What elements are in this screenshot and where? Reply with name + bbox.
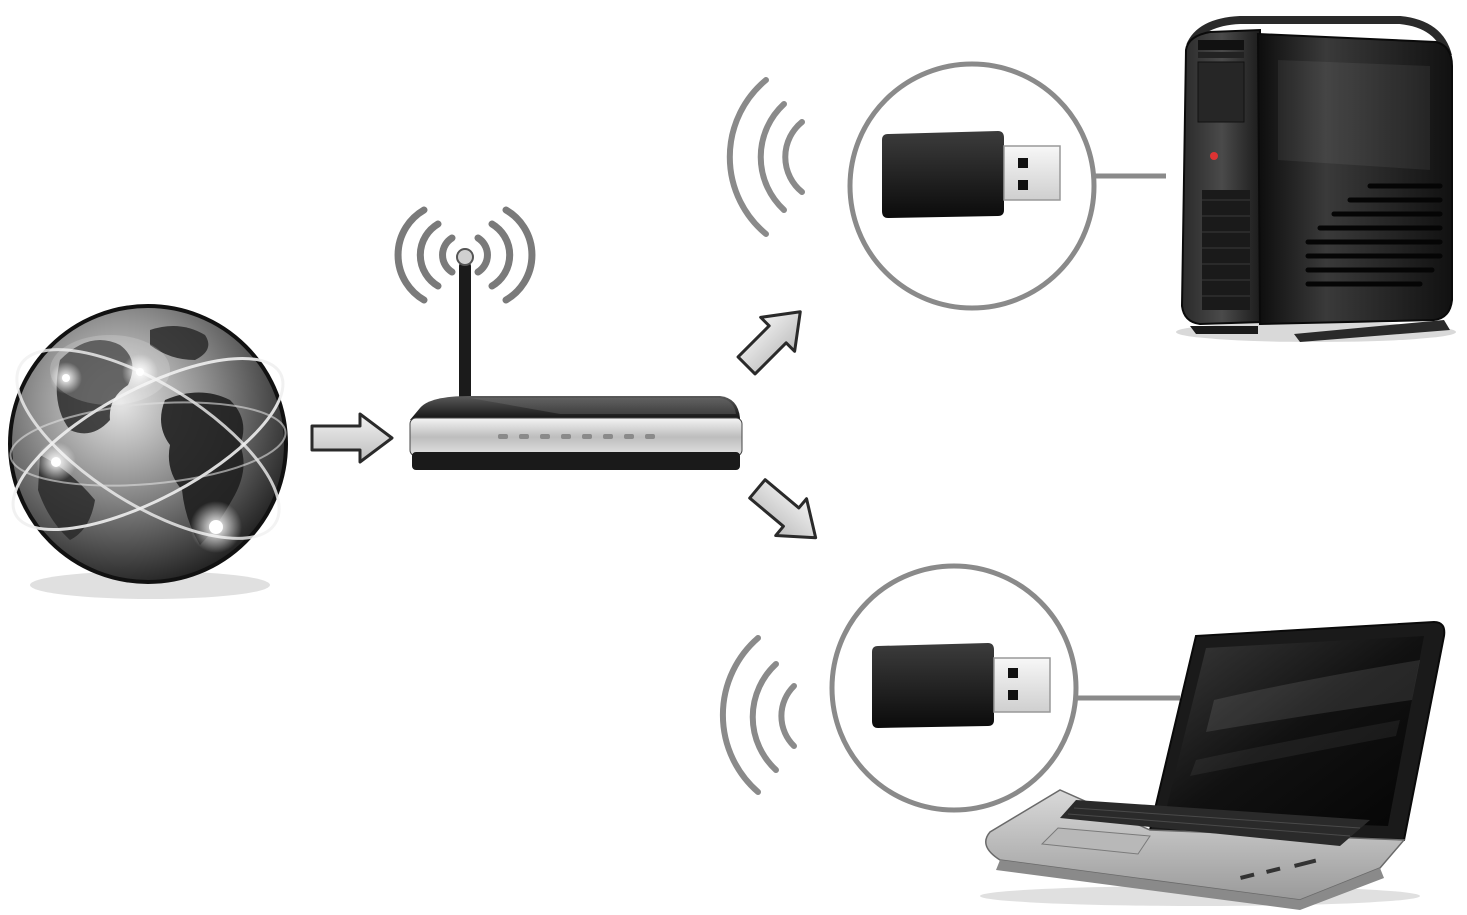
router-led <box>603 434 613 439</box>
router-led <box>519 434 529 439</box>
arrow-router-to-laptop <box>748 478 818 540</box>
arrow-router-to-desktop <box>736 310 802 376</box>
laptop-icon <box>980 620 1446 910</box>
usb-wifi-adapter-icon <box>872 643 1051 728</box>
arrow-internet-to-router <box>310 412 394 464</box>
router-led <box>582 434 592 439</box>
desktop-tower-icon <box>1176 16 1456 342</box>
desktop-usb-adapter <box>847 61 1166 311</box>
usb-wifi-adapter-icon <box>882 131 1061 218</box>
router-led <box>645 434 655 439</box>
laptop-signal-icon <box>719 635 797 795</box>
laptop-usb-adapter <box>829 563 1180 813</box>
router-led <box>498 434 508 439</box>
router-led <box>624 434 634 439</box>
router-led <box>561 434 571 439</box>
globe-icon <box>8 304 288 599</box>
desktop-signal-icon <box>726 77 805 237</box>
router-led <box>540 434 550 439</box>
wireless-router-icon <box>394 206 743 470</box>
router-signal-icon <box>394 206 536 304</box>
